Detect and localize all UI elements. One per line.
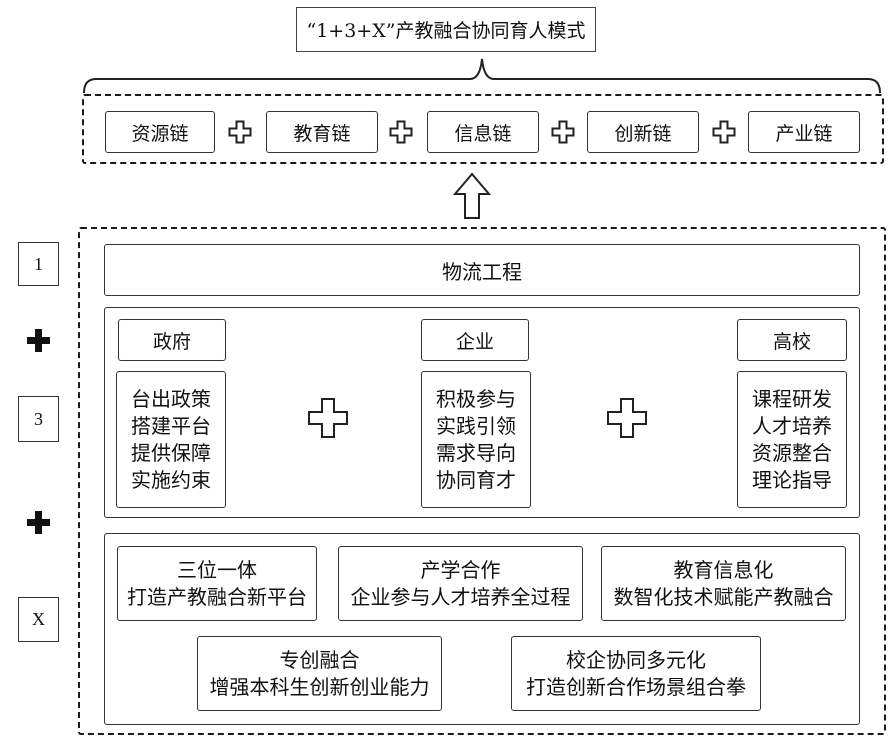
government-roles: 台出政策 搭建平台 提供保障 实施约束 <box>116 371 226 508</box>
government-role: 搭建平台 <box>131 413 211 438</box>
chain-innovation-label: 创新链 <box>614 122 672 145</box>
initiative-detail: 打造创新合作场景组合拳 <box>526 674 746 699</box>
initiative-heading: 校企协同多元化 <box>566 647 706 672</box>
university-role: 人才培养 <box>752 413 832 438</box>
foundation-box: 物流工程 <box>104 244 860 296</box>
enterprise-role: 实践引领 <box>436 413 516 438</box>
initiative-detail: 增强本科生创新创业能力 <box>209 674 430 699</box>
chain-industry-label: 产业链 <box>775 122 833 145</box>
chain-information-label: 信息链 <box>454 122 512 145</box>
model-container <box>78 227 886 735</box>
university-role: 理论指导 <box>752 467 832 492</box>
plus-solid-icon <box>27 511 50 534</box>
chain-education-label: 教育链 <box>293 122 351 145</box>
diagram-title: “1+3+X”产教融合协同育人模式 <box>296 7 596 52</box>
plus-outline-icon <box>712 120 736 144</box>
initiative-box: 产学合作 企业参与人才培养全过程 <box>338 546 583 621</box>
initiative-box: 专创融合 增强本科生创新创业能力 <box>197 636 442 711</box>
university-title-text: 高校 <box>772 330 811 353</box>
government-role: 提供保障 <box>131 440 211 465</box>
label-one-text: 1 <box>34 253 43 274</box>
enterprise-role: 需求导向 <box>436 440 516 465</box>
enterprise-title-text: 企业 <box>455 330 494 353</box>
initiative-box: 教育信息化 数智化技术赋能产教融合 <box>601 546 846 621</box>
enterprise-role: 协同育才 <box>436 467 516 492</box>
chain-container <box>82 94 884 164</box>
university-role: 资源整合 <box>752 440 832 465</box>
up-arrow-icon <box>452 172 492 219</box>
chain-innovation: 创新链 <box>587 111 699 153</box>
chain-resource: 资源链 <box>105 111 215 153</box>
curly-brace <box>83 58 881 94</box>
plus-solid-icon <box>27 329 50 352</box>
enterprise-role: 积极参与 <box>436 386 516 411</box>
plus-outline-icon <box>228 120 252 144</box>
foundation-label: 物流工程 <box>442 259 522 284</box>
university-roles: 课程研发 人才培养 资源整合 理论指导 <box>737 371 847 508</box>
diagram-title-text: “1+3+X”产教融合协同育人模式 <box>306 20 586 42</box>
label-three-text: 3 <box>34 408 43 429</box>
government-role: 台出政策 <box>131 386 211 411</box>
initiative-detail: 企业参与人才培养全过程 <box>350 584 571 609</box>
university-title: 高校 <box>737 319 847 361</box>
government-title: 政府 <box>118 319 226 361</box>
chain-resource-label: 资源链 <box>131 122 189 145</box>
chain-information: 信息链 <box>427 111 539 153</box>
government-role: 实施约束 <box>131 467 211 492</box>
initiative-heading: 专创融合 <box>279 647 360 672</box>
label-one: 1 <box>18 242 59 286</box>
label-x: X <box>18 597 59 642</box>
initiative-box: 三位一体 打造产教融合新平台 <box>117 546 317 621</box>
label-three: 3 <box>18 396 59 442</box>
initiative-heading: 三位一体 <box>177 557 257 582</box>
initiative-detail: 打造产教融合新平台 <box>127 584 307 609</box>
government-title-text: 政府 <box>152 330 191 353</box>
plus-outline-icon <box>607 398 647 438</box>
initiative-heading: 教育信息化 <box>673 557 774 582</box>
initiative-box: 校企协同多元化 打造创新合作场景组合拳 <box>511 636 761 711</box>
university-role: 课程研发 <box>752 386 832 411</box>
initiative-heading: 产学合作 <box>420 557 501 582</box>
initiative-detail: 数智化技术赋能产教融合 <box>613 584 834 609</box>
enterprise-title: 企业 <box>421 319 529 361</box>
enterprise-roles: 积极参与 实践引领 需求导向 协同育才 <box>421 371 531 508</box>
chain-education: 教育链 <box>266 111 378 153</box>
chain-industry: 产业链 <box>748 111 860 153</box>
plus-outline-icon <box>389 120 413 144</box>
plus-outline-icon <box>308 398 348 438</box>
label-x-text: X <box>32 609 45 629</box>
plus-outline-icon <box>551 120 575 144</box>
